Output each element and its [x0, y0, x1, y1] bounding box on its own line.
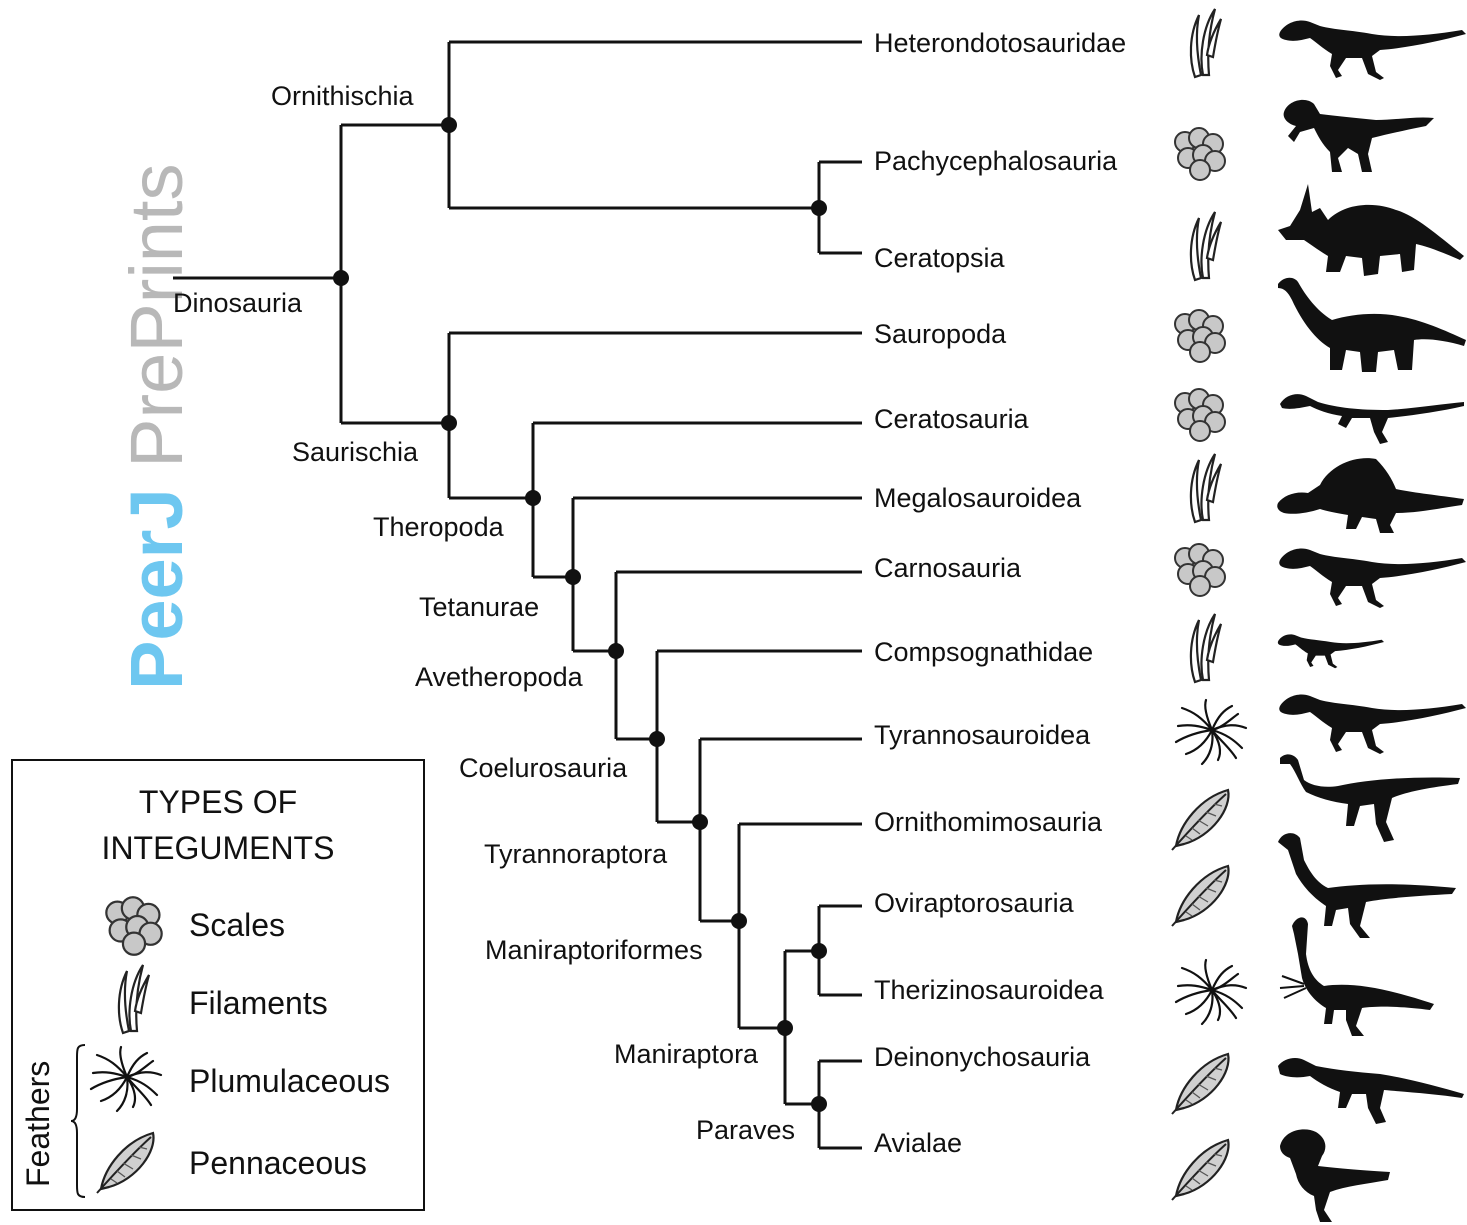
feathers-brace-icon — [69, 1043, 89, 1199]
clade-label-saurischia: Saurischia — [292, 439, 418, 466]
peerj-watermark: PeerJ PrePrints — [120, 164, 194, 691]
carnosaur-silhouette-icon — [1276, 540, 1466, 612]
ceratosaur-silhouette-icon — [1278, 388, 1466, 448]
taxon-label: Therizinosauroidea — [874, 977, 1104, 1004]
node-marginocephalia — [811, 200, 827, 216]
therizinosaur-silhouette-icon — [1276, 914, 1436, 1038]
node-theropoda — [525, 490, 541, 506]
pennaceous-icon — [1170, 1134, 1236, 1204]
legend-title: TYPES OF INTEGUMENTS — [13, 779, 423, 871]
node-tetanurae — [565, 569, 581, 585]
clade-label-tyrannoraptora: Tyrannoraptora — [484, 841, 667, 868]
clade-label-maniraptora: Maniraptora — [614, 1041, 758, 1068]
avialan-silhouette-icon — [1276, 1126, 1392, 1224]
sauropod-silhouette-icon — [1276, 276, 1466, 374]
pachycephalosaur-silhouette-icon — [1276, 96, 1436, 176]
legend-title-line1: TYPES OF — [13, 779, 423, 825]
node-avetheropoda — [608, 643, 624, 659]
pennaceous-icon — [95, 1127, 161, 1197]
node-paraves — [811, 1096, 827, 1112]
node-tyrannoraptora — [692, 814, 708, 830]
compsognathid-silhouette-icon — [1276, 624, 1384, 676]
heterodontosaurid-silhouette-icon — [1276, 12, 1466, 84]
node-ornithischia — [441, 117, 457, 133]
scales-icon — [1172, 542, 1228, 598]
taxon-label: Megalosauroidea — [874, 485, 1081, 512]
filaments-icon — [1181, 610, 1231, 690]
taxon-label: Ceratosauria — [874, 406, 1029, 433]
clade-label-avetheropoda: Avetheropoda — [415, 664, 583, 691]
integument-legend: TYPES OF INTEGUMENTS Scales Filaments Pl… — [11, 759, 425, 1211]
ceratopsian-silhouette-icon — [1276, 180, 1466, 280]
pennaceous-icon — [1170, 860, 1236, 930]
legend-scales-label: Scales — [189, 909, 285, 941]
filaments-icon — [1181, 5, 1231, 85]
scales-icon — [1172, 308, 1228, 364]
taxon-label: Tyrannosauroidea — [874, 722, 1090, 749]
taxon-label: Pachycephalosauria — [874, 148, 1117, 175]
plumulaceous-icon — [87, 1045, 167, 1115]
taxon-label: Oviraptorosauria — [874, 890, 1074, 917]
filaments-icon — [1181, 450, 1231, 530]
taxon-label: Avialae — [874, 1130, 962, 1157]
legend-feathers-label: Feathers — [22, 1061, 54, 1187]
pennaceous-icon — [1170, 784, 1236, 854]
scales-icon — [1172, 126, 1228, 182]
taxon-label: Compsognathidae — [874, 639, 1093, 666]
deinonychosaur-silhouette-icon — [1276, 1052, 1466, 1128]
taxon-label: Heterondotosauridae — [874, 30, 1126, 57]
legend-plumulaceous-label: Plumulaceous — [189, 1065, 390, 1097]
filaments-icon — [1181, 208, 1231, 288]
clade-label-theropoda: Theropoda — [373, 514, 504, 541]
taxon-label: Ornithomimosauria — [874, 809, 1102, 836]
watermark-preprints: PrePrints — [115, 164, 198, 489]
node-maniraptoriformes — [731, 913, 747, 929]
node-pennaraptora — [811, 943, 827, 959]
legend-title-line2: INTEGUMENTS — [13, 825, 423, 871]
taxon-label: Carnosauria — [874, 555, 1021, 582]
node-saurischia — [441, 415, 457, 431]
legend-pennaceous-label: Pennaceous — [189, 1147, 367, 1179]
node-coelurosauria — [649, 731, 665, 747]
clade-label-maniraptoriformes: Maniraptoriformes — [485, 937, 703, 964]
taxon-label: Deinonychosauria — [874, 1044, 1090, 1071]
clade-label-tetanurae: Tetanurae — [419, 594, 539, 621]
scales-icon — [1172, 387, 1228, 443]
clade-label-dinosauria: Dinosauria — [173, 290, 302, 317]
watermark-j: J — [115, 488, 198, 529]
scales-icon — [99, 895, 169, 957]
node-dinosauria — [333, 270, 349, 286]
tyrannosaur-silhouette-icon — [1276, 686, 1466, 758]
clade-label-coelurosauria: Coelurosauria — [459, 755, 627, 782]
pennaceous-icon — [1170, 1048, 1236, 1118]
taxon-label: Ceratopsia — [874, 245, 1005, 272]
plumulaceous-icon — [1172, 698, 1252, 768]
filaments-icon — [109, 961, 159, 1041]
node-maniraptora — [777, 1020, 793, 1036]
legend-filaments-label: Filaments — [189, 987, 328, 1019]
clade-label-paraves: Paraves — [696, 1117, 795, 1144]
taxon-label: Sauropoda — [874, 321, 1006, 348]
clade-label-ornithischia: Ornithischia — [271, 83, 414, 110]
plumulaceous-icon — [1172, 958, 1252, 1028]
spinosaur-silhouette-icon — [1276, 455, 1466, 535]
watermark-peer: Peer — [115, 530, 198, 690]
